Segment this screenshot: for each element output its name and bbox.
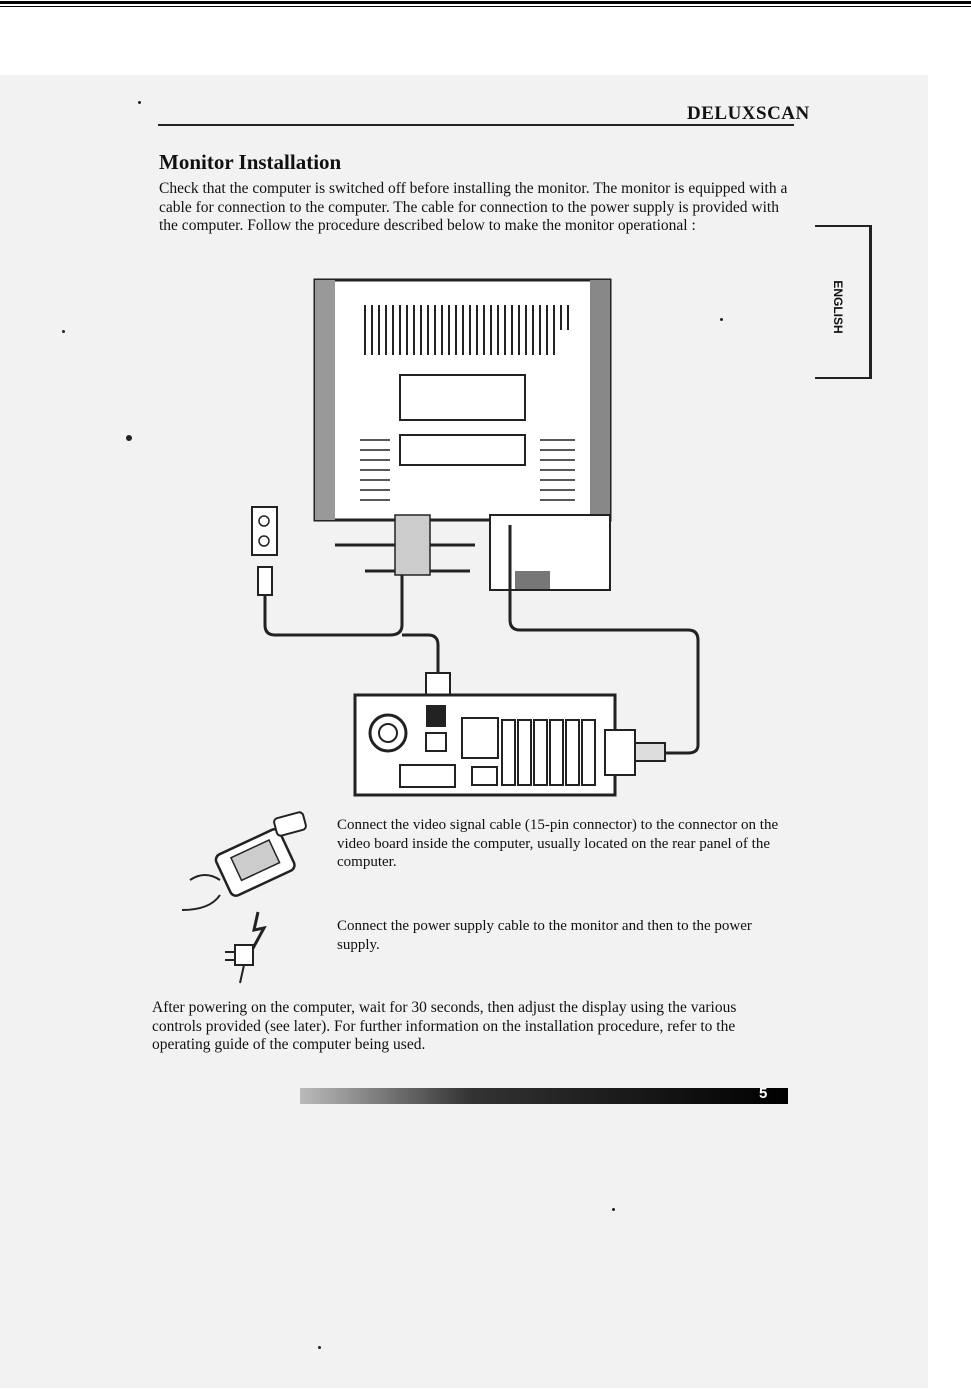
- scan-speck: [720, 318, 723, 321]
- installation-diagram: [251, 278, 700, 797]
- step-video-cable: Connect the video signal cable (15-pin c…: [337, 817, 779, 870]
- closing-paragraph: After powering on the computer, wait for…: [152, 999, 737, 1053]
- language-tab-label: ENGLISH: [831, 280, 845, 334]
- scan-speck: [138, 101, 141, 104]
- scan-speck: [318, 1346, 321, 1349]
- language-tab: [815, 225, 872, 379]
- scan-speck: [612, 1208, 615, 1211]
- scan-speck: [126, 435, 132, 441]
- page-number: 5: [759, 1085, 768, 1102]
- top-rule-thin: [0, 6, 971, 7]
- page-title: Monitor Installation: [159, 150, 342, 174]
- header-rule: [158, 124, 794, 126]
- top-rule: [0, 1, 971, 4]
- intro-paragraph: Check that the computer is switched off …: [159, 180, 788, 234]
- footer-bar: [300, 1088, 788, 1104]
- step-power-cable: Connect the power supply cable to the mo…: [337, 918, 752, 953]
- power-plug-icon: [225, 911, 267, 984]
- brand-logo: DELUXSCAN: [687, 103, 810, 124]
- vga-connector-icon: [181, 811, 307, 911]
- scan-speck: [62, 330, 65, 333]
